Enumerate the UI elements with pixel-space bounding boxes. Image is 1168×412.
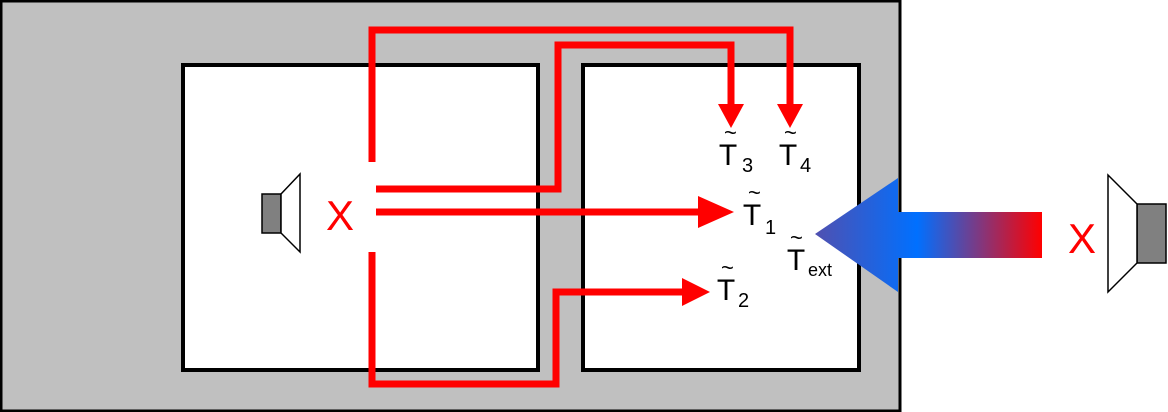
tilde-icon: ~ — [748, 180, 761, 205]
label-t4-base: T — [779, 139, 797, 172]
speaker-icon — [1107, 173, 1167, 294]
label-text: T ~ ext — [787, 225, 832, 280]
label-t4-sub: 4 — [800, 155, 811, 177]
external-mark: X — [1068, 215, 1096, 262]
label-t2-base: T — [717, 274, 735, 307]
label-t4: T ~ 4 — [779, 120, 811, 177]
label-t1: T ~ 1 — [743, 180, 776, 239]
source-room — [181, 63, 540, 372]
path-t3 — [376, 41, 735, 193]
label-t1-sub: 1 — [765, 217, 776, 239]
arrowhead-t3 — [718, 104, 744, 128]
speaker-icon — [261, 172, 301, 254]
tilde-icon: ~ — [724, 120, 737, 145]
label-t3-base: T — [719, 139, 737, 172]
label-text-sub: ext — [808, 260, 832, 280]
path-t2 — [368, 252, 686, 388]
label-t3: T ~ 3 — [719, 120, 753, 177]
tilde-icon: ~ — [790, 225, 803, 250]
label-t2: T ~ 2 — [717, 255, 749, 312]
tilde-icon: ~ — [784, 120, 797, 145]
label-t1-base: T — [743, 199, 761, 232]
tilde-icon: ~ — [721, 255, 734, 280]
label-t3-sub: 3 — [742, 155, 753, 177]
source-mark: X — [326, 192, 354, 239]
external-noise-arrow — [815, 178, 1042, 292]
label-text-base: T — [787, 244, 805, 277]
arrowhead-t1 — [698, 196, 734, 228]
transmission-paths — [368, 26, 794, 388]
label-t2-sub: 2 — [738, 290, 749, 312]
arrowhead-t2 — [682, 278, 710, 306]
path-t4 — [368, 26, 794, 162]
arrowhead-t4 — [777, 104, 803, 128]
